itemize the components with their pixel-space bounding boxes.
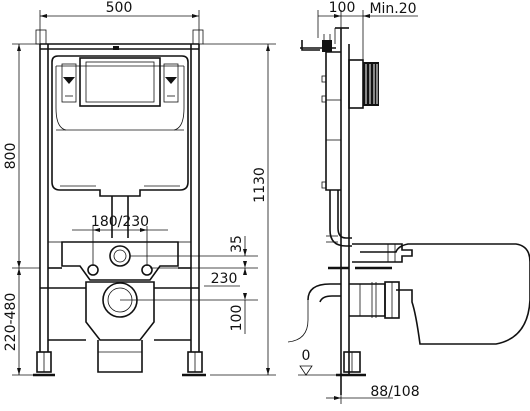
dim-bolt-spacing: 180/230 — [91, 214, 149, 230]
dim-foot-depth: 88/108 — [370, 384, 419, 400]
dim-drain-height: 230 — [211, 271, 238, 287]
dim-total-height: 1130 — [252, 167, 268, 203]
dim-floor-level: 0 — [302, 348, 311, 364]
front-view — [33, 29, 206, 377]
dim-flush-offset: 35 — [229, 235, 245, 253]
dim-floor-range: 220-480 — [3, 293, 19, 352]
side-dimensions: 100 Min.20 0 88/108 — [298, 0, 420, 404]
dim-drain-offset: 100 — [229, 305, 245, 332]
dim-min-gap: Min.20 — [369, 1, 416, 17]
dim-frame-height: 800 — [3, 143, 19, 170]
front-dimensions: 500 800 220-480 1130 180/230 — [3, 0, 276, 376]
dim-wall-depth: 100 — [329, 0, 356, 16]
side-view — [287, 27, 530, 395]
dim-frame-width: 500 — [106, 0, 133, 16]
